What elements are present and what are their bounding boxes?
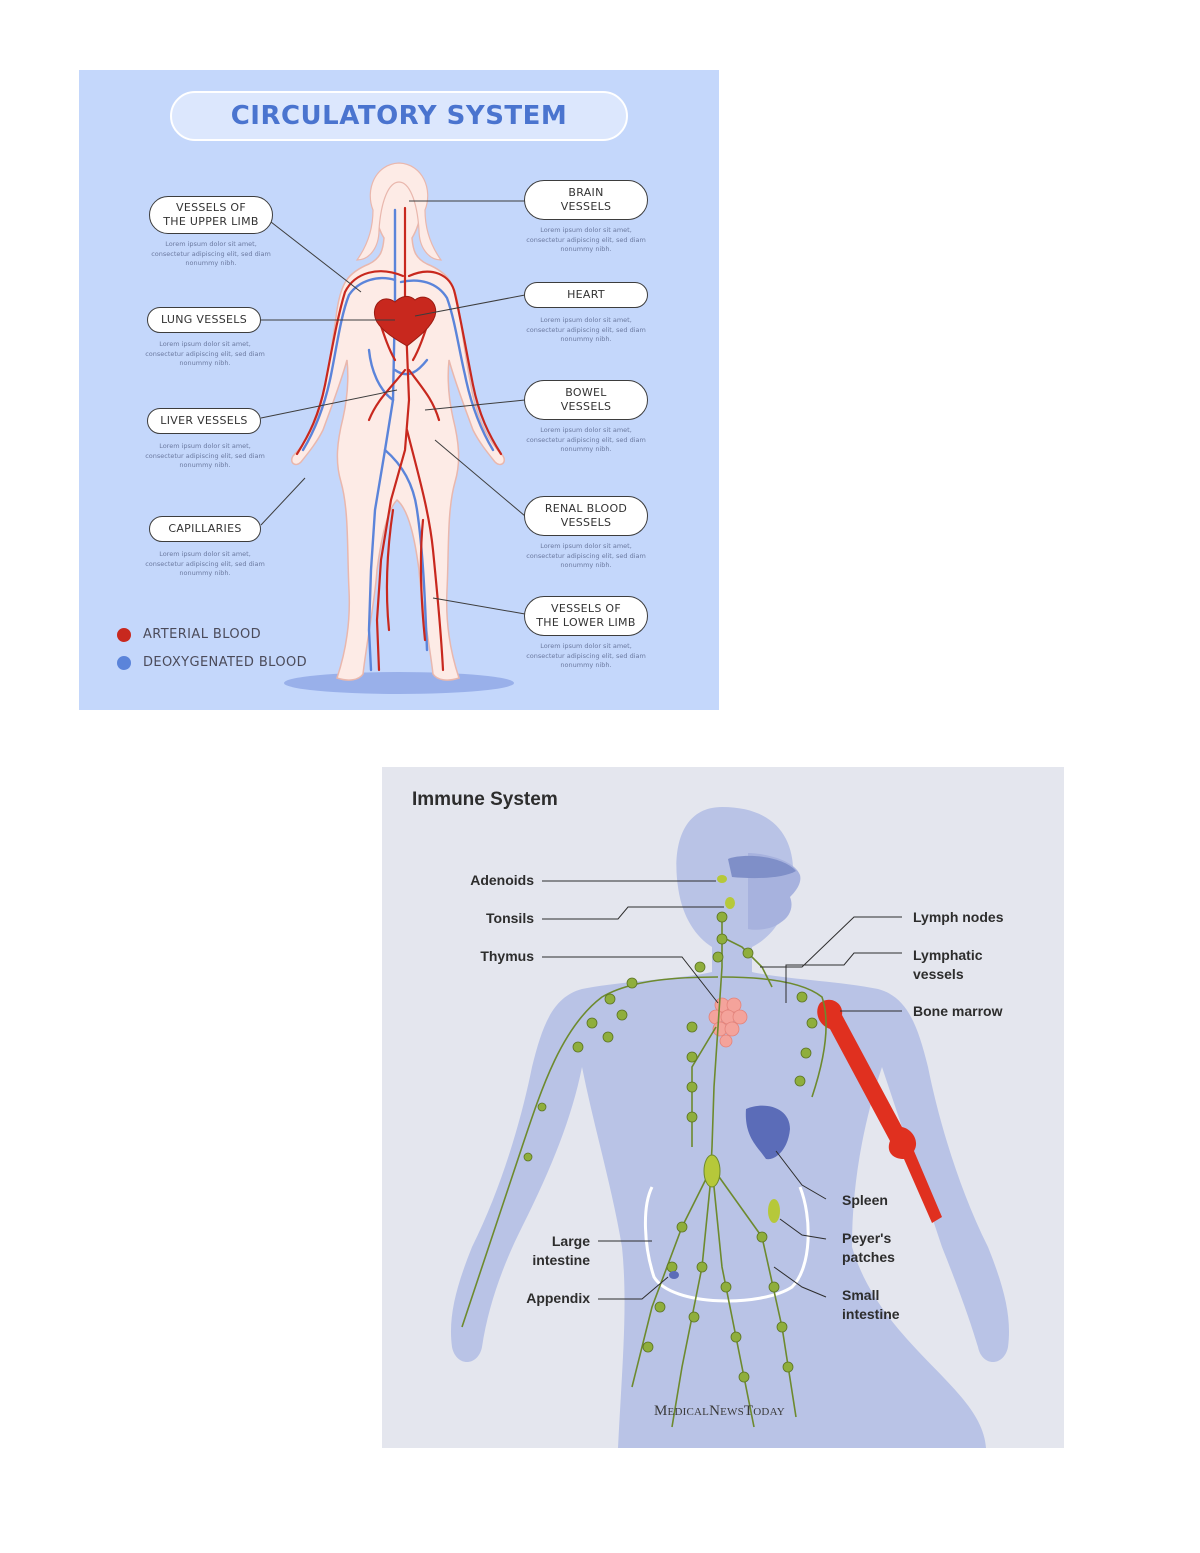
label-lower-limb-vessels: VESSELS OF THE LOWER LIMB bbox=[524, 596, 648, 636]
label-lung-vessels: LUNG VESSELS bbox=[147, 307, 261, 333]
label-tonsils: Tonsils bbox=[486, 910, 534, 926]
label-bone-marrow: Bone marrow bbox=[913, 1003, 1003, 1019]
description-renal: Lorem ipsum dolor sit amet, consectetur … bbox=[526, 542, 646, 569]
tonsils bbox=[725, 897, 735, 909]
description-lower-limb: Lorem ipsum dolor sit amet, consectetur … bbox=[526, 642, 646, 669]
arterial-dot-icon bbox=[117, 627, 131, 642]
label-bowel-vessels: BOWEL VESSELS bbox=[524, 380, 648, 420]
description-lung: Lorem ipsum dolor sit amet, consectetur … bbox=[145, 340, 265, 367]
label-spleen: Spleen bbox=[842, 1192, 888, 1208]
body-silhouette bbox=[450, 807, 1010, 1448]
floor-shadow bbox=[284, 672, 514, 694]
description-liver: Lorem ipsum dolor sit amet, consectetur … bbox=[145, 442, 265, 469]
description-bowel: Lorem ipsum dolor sit amet, consectetur … bbox=[526, 426, 646, 453]
arterial-vessels bbox=[295, 206, 503, 672]
appendix bbox=[669, 1271, 679, 1279]
title-banner: CIRCULATORY SYSTEM bbox=[170, 91, 628, 141]
label-thymus: Thymus bbox=[480, 948, 534, 964]
page-title: CIRCULATORY SYSTEM bbox=[230, 101, 568, 131]
lymph-nodes bbox=[523, 911, 818, 1383]
cisterna-node bbox=[703, 1154, 721, 1188]
label-lymph-nodes: Lymph nodes bbox=[913, 909, 1004, 925]
legend-deoxygenated-label: DEOXYGENATED BLOOD bbox=[143, 655, 308, 670]
label-capillaries: CAPILLARIES bbox=[149, 516, 261, 542]
deoxygenated-dot-icon bbox=[117, 655, 131, 670]
label-liver-vessels: LIVER VESSELS bbox=[147, 408, 261, 434]
legend-arterial-label: ARTERIAL BLOOD bbox=[143, 627, 262, 642]
label-large-intestine: Large intestine bbox=[532, 1233, 590, 1268]
label-appendix: Appendix bbox=[526, 1290, 590, 1306]
label-small-intestine: Small intestine bbox=[842, 1287, 900, 1322]
circulatory-system-panel: CIRCULATORY SYSTEM VESSELS OF THE UPPER … bbox=[79, 70, 719, 710]
label-lymphatic-vessels: Lymphatic vessels bbox=[913, 947, 983, 982]
label-adenoids: Adenoids bbox=[470, 872, 534, 888]
brand-logo: MedicalNewsToday bbox=[654, 1403, 785, 1419]
label-brain-vessels: BRAIN VESSELS bbox=[524, 180, 648, 220]
label-renal-blood-vessels: RENAL BLOOD VESSELS bbox=[524, 496, 648, 536]
legend-arterial: ARTERIAL BLOOD bbox=[117, 627, 261, 642]
adenoids bbox=[717, 875, 727, 883]
label-peyers-patches: Peyer's patches bbox=[842, 1230, 895, 1265]
spleen bbox=[745, 1105, 790, 1160]
nasal-cavity bbox=[728, 855, 796, 879]
description-capillaries: Lorem ipsum dolor sit amet, consectetur … bbox=[145, 550, 265, 577]
pointer-lines bbox=[542, 880, 902, 1300]
hair bbox=[355, 162, 443, 261]
peyers-patches bbox=[768, 1199, 780, 1223]
description-brain: Lorem ipsum dolor sit amet, consectetur … bbox=[526, 226, 646, 253]
description-heart: Lorem ipsum dolor sit amet, consectetur … bbox=[526, 316, 646, 343]
circulatory-illustration bbox=[260, 162, 526, 694]
label-upper-limb-vessels: VESSELS OF THE UPPER LIMB bbox=[149, 196, 273, 234]
bone-marrow bbox=[817, 999, 942, 1223]
page-title: Immune System bbox=[412, 789, 558, 810]
thymus bbox=[708, 997, 748, 1048]
intestine-outline bbox=[644, 1186, 810, 1303]
body-silhouette bbox=[290, 165, 506, 681]
legend-deoxygenated: DEOXYGENATED BLOOD bbox=[117, 655, 307, 670]
description-upper-limb: Lorem ipsum dolor sit amet, consectetur … bbox=[151, 240, 271, 267]
immune-system-panel: Immune System Adenoids Tonsils Thymus Ly… bbox=[382, 767, 1064, 1448]
pointer-lines bbox=[260, 200, 526, 615]
label-heart: HEART bbox=[524, 282, 648, 308]
immune-illustration bbox=[450, 807, 1010, 1448]
heart bbox=[373, 295, 437, 347]
